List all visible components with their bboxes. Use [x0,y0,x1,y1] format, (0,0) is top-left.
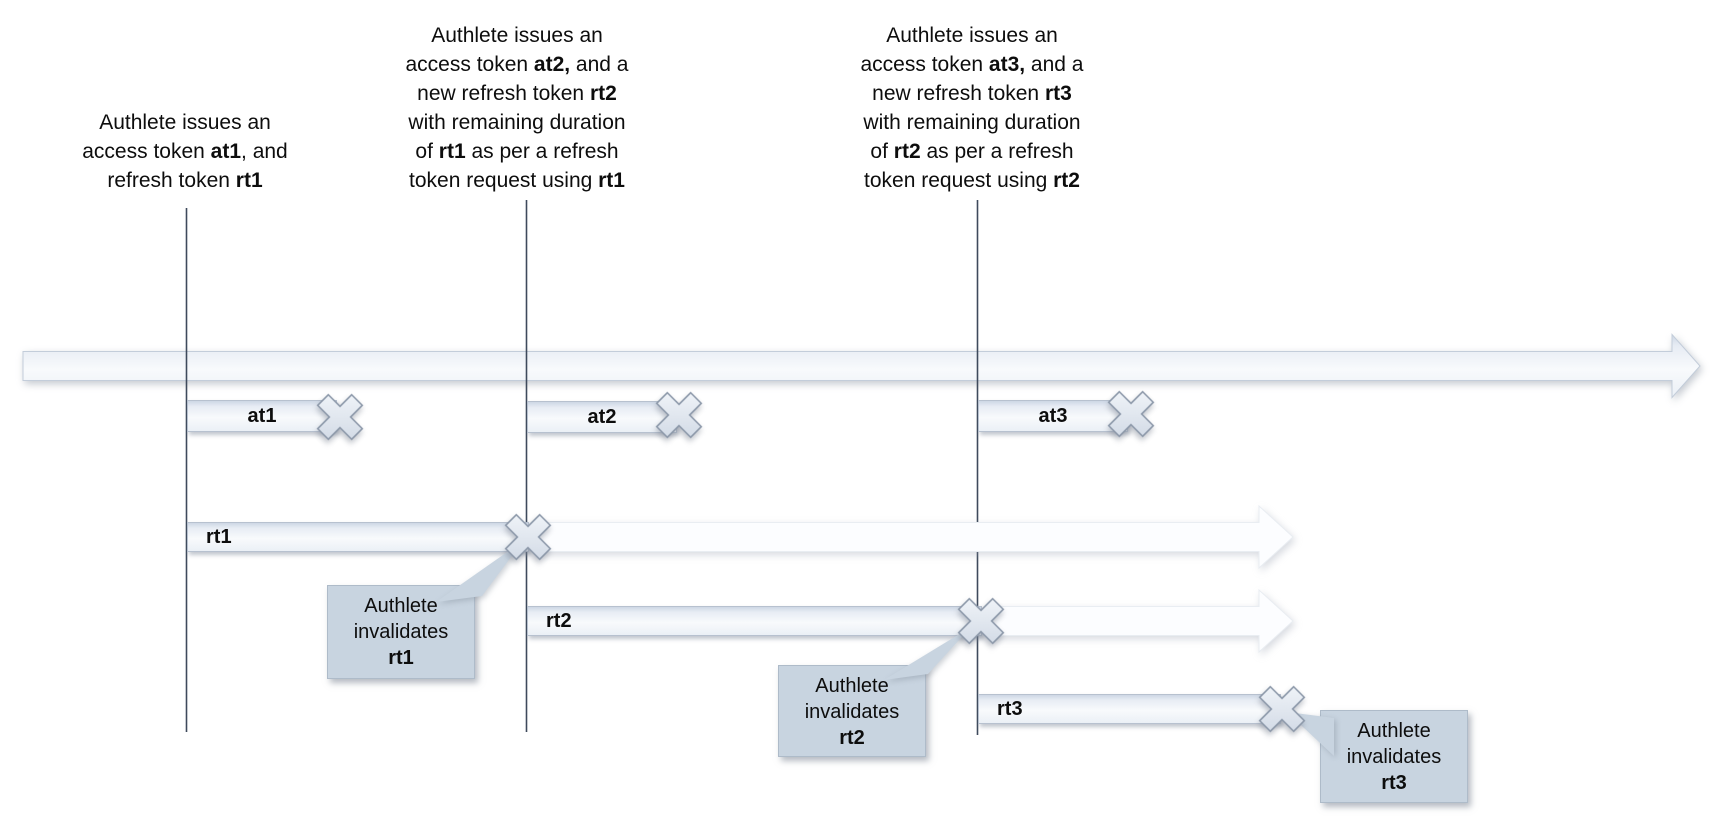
annotation-text: rt2 [589,82,617,105]
annotation-text: as per a refresh [920,140,1074,163]
token-label: at2 [587,405,617,428]
refresh-token-bar-rt2: rt2 [527,606,982,636]
callout-invalidates-rt3: Authlete invalidates rt3 [1320,710,1468,803]
remaining-duration-arrow-rt1 [533,504,1294,570]
annotation-line: Authlete issues an [861,21,1084,50]
annotation-text: at3, [988,53,1026,76]
callout-tail-rt2 [884,627,971,680]
annotation-text: rt3 [1044,82,1072,105]
annotation-line: token request using rt1 [406,166,629,195]
token-label: rt3 [997,697,1023,720]
annotation-text: rt2 [1053,169,1080,192]
callout-invalidates-rt2: Authlete invalidates rt2 [778,665,926,757]
annotation-text: Authlete issues an [431,24,603,47]
token-label: at1 [247,404,277,427]
annotation-line: access token at2, and a [406,50,629,79]
x-mark-icon-at3 [1107,390,1155,438]
annotation-text: of [415,140,439,163]
x-mark-icon-at2 [655,391,703,439]
annotation-event-2: Authlete issues an access token at2, and … [406,21,629,195]
annotation-text: at1 [210,140,242,163]
callout-text: Authlete [815,675,889,697]
annotation-text: rt1 [235,169,263,192]
annotation-text: of [870,140,894,163]
annotation-text: Authlete issues an [99,111,271,134]
annotation-line: of rt1 as per a refresh [406,137,629,166]
annotation-text: rt1 [598,169,625,192]
annotation-line: access token at1, and [82,137,287,166]
annotation-line: Authlete issues an [406,21,629,50]
refresh-token-bar-rt3: rt3 [978,694,1281,724]
x-mark-icon-rt2 [957,597,1005,645]
remaining-duration-arrow-rt2 [986,588,1294,654]
x-mark-icon-at1 [316,393,364,441]
annotation-text: access token [860,53,989,76]
annotation-text: rt1 [438,140,466,163]
callout-text: invalidates [353,621,449,643]
annotation-text: rt2 [893,140,921,163]
annotation-line: with remaining duration [406,108,629,137]
x-mark-icon-rt3 [1258,685,1306,733]
annotation-text: , and [241,140,288,163]
annotation-text: Authlete issues an [886,24,1058,47]
annotation-text: with remaining duration [408,111,626,134]
annotation-text: token request using [409,169,599,192]
x-mark-icon-rt1 [504,513,552,561]
callout-text: Authlete [364,595,438,617]
annotation-text: token request using [864,169,1054,192]
annotation-line: Authlete issues an [82,108,287,137]
annotation-text: and a [1025,53,1084,76]
access-token-bar-at3: at3 [978,400,1128,432]
annotation-line: access token at3, and a [861,50,1084,79]
annotation-line: with remaining duration [861,108,1084,137]
access-token-bar-at2: at2 [527,401,677,433]
annotation-line: refresh token rt1 [82,166,287,195]
token-label: at3 [1038,404,1068,427]
annotation-text: access token [405,53,534,76]
callout-text: Authlete [1357,720,1431,742]
token-label: rt1 [206,525,232,548]
annotation-line: new refresh token rt3 [861,79,1084,108]
timeline-arrow [22,333,1701,399]
annotation-text: access token [82,140,211,163]
annotation-text: and a [570,53,629,76]
annotation-event-3: Authlete issues an access token at3, and … [861,21,1084,195]
annotation-line: of rt2 as per a refresh [861,137,1084,166]
annotation-text: refresh token [107,169,236,192]
annotation-line: token request using rt2 [861,166,1084,195]
callout-text: invalidates [1346,746,1442,768]
annotation-text: new refresh token [872,82,1045,105]
callout-invalidates-rt1: Authlete invalidates rt1 [327,585,475,679]
annotation-text: with remaining duration [863,111,1081,134]
callout-text: invalidates [804,701,900,723]
callout-token: rt2 [839,727,865,749]
annotation-text: as per a refresh [465,140,619,163]
annotation-line: new refresh token rt2 [406,79,629,108]
access-token-bar-at1: at1 [187,400,337,432]
callout-token: rt1 [388,647,414,669]
callout-token: rt3 [1381,772,1407,794]
annotation-text: at2, [533,53,571,76]
token-label: rt2 [546,609,572,632]
callout-tail-rt1 [436,541,523,602]
annotation-text: new refresh token [417,82,590,105]
